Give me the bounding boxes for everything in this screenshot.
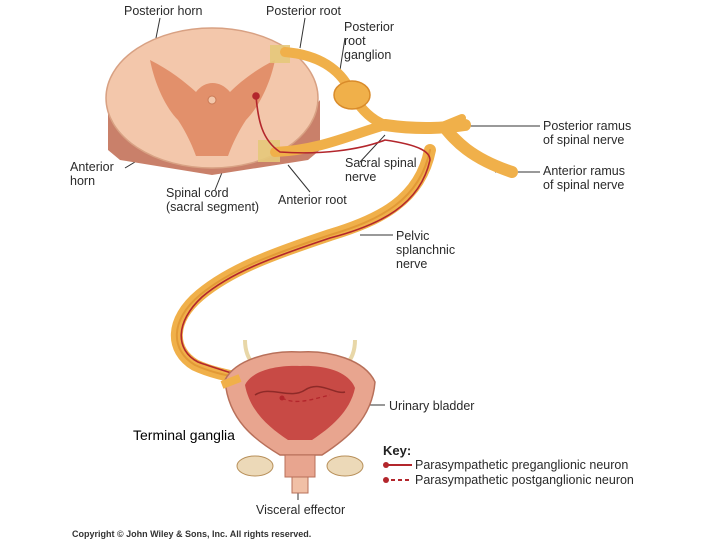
label-sacral-spinal-nerve: Sacral spinal nerve [345,156,417,184]
key-title: Key: [383,443,412,458]
key-item-postganglionic: Parasympathetic postganglionic neuron [415,473,634,487]
label-line: Posterior [344,20,395,34]
label-line: horn [70,174,96,188]
label-line: (sacral segment) [166,200,260,214]
label-pelvic-splanchnic-nerve: Pelvic splanchnic nerve [396,229,455,271]
label-line: Sacral spinal [345,156,417,170]
label-anterior-root: Anterior root [278,193,347,207]
preganglionic-neuron [180,92,431,396]
key-legend-marks [383,462,412,483]
label-posterior-ramus: Posterior ramus of spinal nerve [543,119,631,147]
label-anterior-horn: Anterior horn [70,160,114,188]
key-item-preganglionic: Parasympathetic preganglionic neuron [415,458,629,472]
copyright-notice: Copyright © John Wiley & Sons, Inc. All … [72,529,312,539]
label-line: Spinal cord [166,186,229,200]
spinal-cord [105,27,320,175]
label-line: ganglion [344,48,392,62]
urinary-bladder-illustration [220,339,376,494]
label-urinary-bladder: Urinary bladder [389,399,475,413]
label-line: Posterior ramus [543,119,632,133]
label-posterior-root: Posterior root [266,4,342,18]
label-line: nerve [396,257,428,271]
nerves [170,47,518,384]
label-line: Anterior [70,160,114,174]
label-posterior-root-ganglion: Posterior root ganglion [344,20,394,62]
label-line: Anterior ramus [543,164,625,178]
label-anterior-ramus: Anterior ramus of spinal nerve [543,164,625,192]
label-posterior-horn: Posterior horn [124,4,203,18]
label-line: of spinal nerve [543,133,625,147]
label-line: splanchnic [396,243,456,257]
label-visceral-effector: Visceral effector [256,503,346,517]
label-line: Pelvic [396,229,430,243]
label-line: nerve [345,170,377,184]
label-line: of spinal nerve [543,178,625,192]
label-line: root [344,34,366,48]
label-spinal-cord: Spinal cord (sacral segment) [166,186,259,214]
label-terminal-ganglia: Terminal ganglia [133,427,235,443]
